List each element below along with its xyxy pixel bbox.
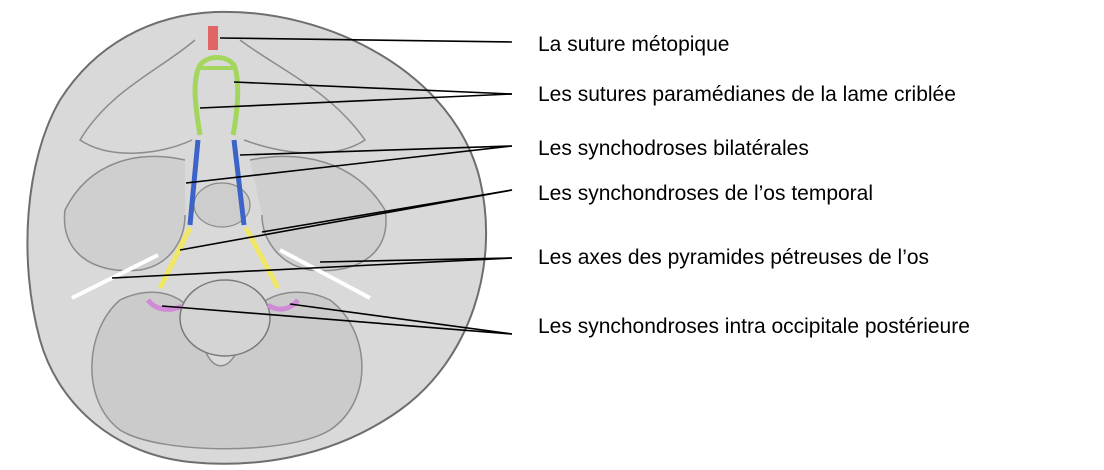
label-temporal-synchondroses: Les synchondroses de l’os temporal — [538, 182, 873, 206]
label-petrous-axes: Les axes des pyramides pétreuses de l’os — [538, 246, 929, 270]
foramen-magnum — [180, 280, 270, 356]
label-metopic-suture: La suture métopique — [538, 33, 729, 57]
label-bilateral-synchondroses: Les synchodroses bilatérales — [538, 137, 809, 161]
label-occipital-synchondroses: Les synchondroses intra occipitale posté… — [538, 315, 970, 339]
label-cribriform-sutures: Les sutures paramédianes de la lame crib… — [538, 83, 956, 107]
metopic-suture — [208, 26, 218, 50]
